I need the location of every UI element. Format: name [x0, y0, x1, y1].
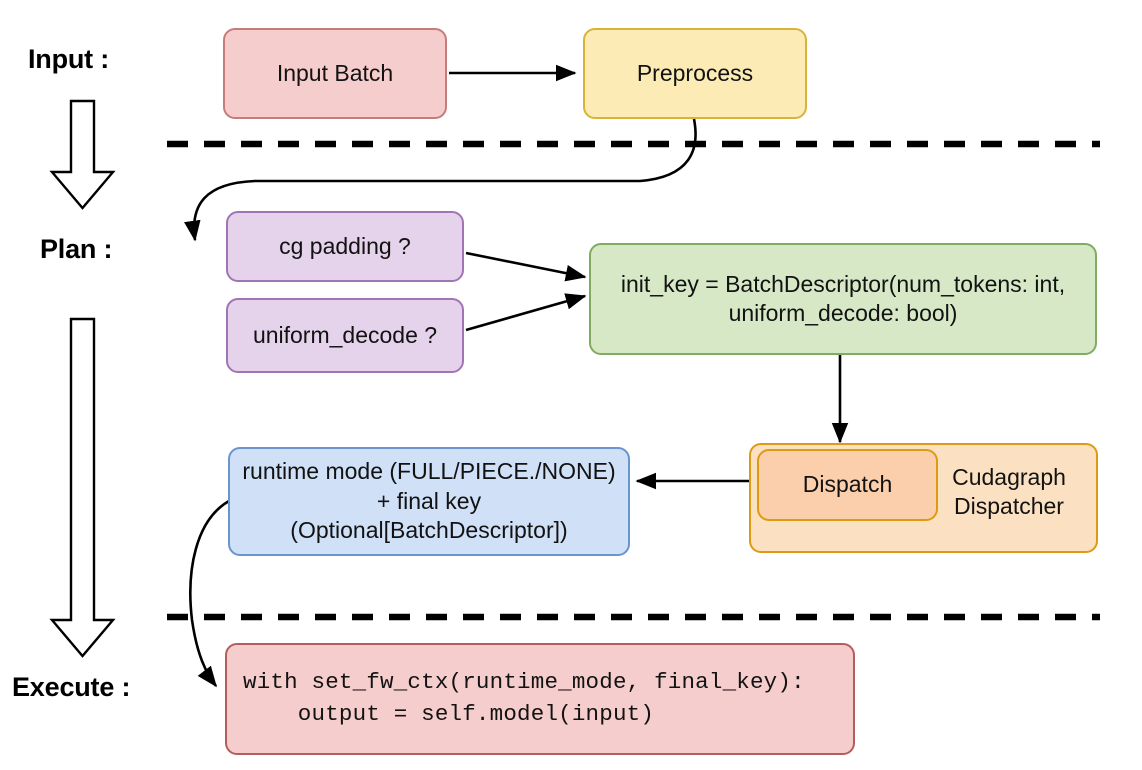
- node-input-batch-label: Input Batch: [276, 59, 394, 86]
- edge-cg-padding-to-init-key: [465, 251, 587, 282]
- node-input-batch[interactable]: Input Batch: [223, 28, 447, 119]
- node-execute-code-line2: output = self.model(input): [243, 701, 655, 727]
- input-to-plan-flow-arrow: [49, 99, 116, 210]
- node-init-key-label-line2: uniform_decode: bool): [728, 300, 958, 326]
- edge-runtime-mode-to-execute-code: [189, 499, 230, 688]
- node-runtime-mode[interactable]: runtime mode (FULL/PIECE./NONE) + final …: [228, 447, 630, 556]
- edge-uniform-decode-to-init-key: [465, 293, 587, 332]
- node-cudagraph-dispatcher-label-line1: Cudagraph: [952, 464, 1066, 490]
- node-runtime-mode-label-line2: + final key (Optional[BatchDescriptor]): [290, 487, 568, 544]
- node-cg-padding-label: cg padding ?: [279, 232, 411, 259]
- plan-to-execute-flow-arrow: [49, 317, 116, 658]
- node-preprocess[interactable]: Preprocess: [583, 28, 807, 119]
- node-dispatch-label: Dispatch: [802, 471, 893, 498]
- node-init-key[interactable]: init_key = BatchDescriptor(num_tokens: i…: [589, 243, 1097, 355]
- node-execute-code[interactable]: with set_fw_ctx(runtime_mode, final_key)…: [225, 643, 855, 755]
- node-uniform-decode-label: uniform_decode ?: [252, 321, 438, 348]
- stage-label-plan: Plan :: [40, 234, 113, 264]
- node-uniform-decode[interactable]: uniform_decode ?: [226, 298, 464, 373]
- stage-label-input: Input :: [28, 44, 110, 74]
- node-init-key-label-line1: init_key = BatchDescriptor(num_tokens: i…: [620, 270, 1066, 297]
- node-cudagraph-dispatcher-label-wrap: Cudagraph Dispatcher: [929, 463, 1089, 522]
- node-preprocess-label: Preprocess: [636, 59, 754, 86]
- node-cg-padding[interactable]: cg padding ?: [226, 211, 464, 282]
- node-cudagraph-dispatcher-label-line2: Dispatcher: [954, 493, 1064, 520]
- node-runtime-mode-label-line1: runtime mode (FULL/PIECE./NONE): [242, 458, 616, 485]
- stage-label-execute: Execute :: [12, 672, 131, 702]
- node-dispatch[interactable]: Dispatch: [757, 449, 938, 521]
- node-execute-code-line1: with set_fw_ctx(runtime_mode, final_key)…: [243, 669, 805, 696]
